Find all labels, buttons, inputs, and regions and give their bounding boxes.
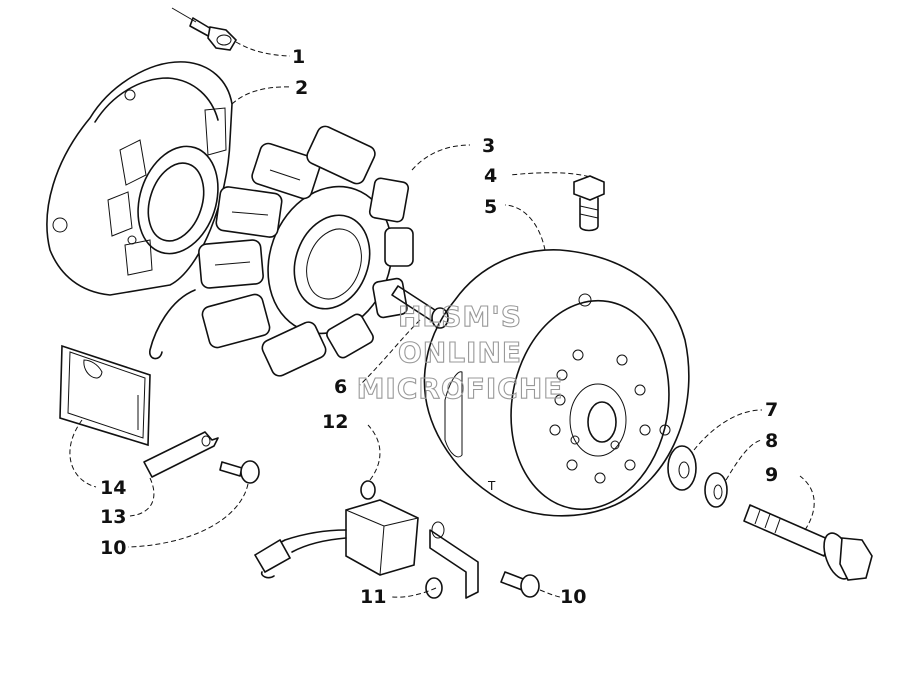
part-5-flywheel: T	[423, 249, 690, 517]
callout-3: 3	[482, 135, 495, 157]
part-2-cover	[46, 61, 233, 296]
part-12-pickup-coil	[253, 480, 419, 579]
callout-8: 8	[765, 430, 778, 452]
part-8-lock-washer	[704, 472, 728, 508]
callout-4: 4	[484, 165, 497, 187]
callout-10-bottom: 10	[560, 586, 586, 608]
watermark: HLSM'S ONLINE MICROFICHE	[356, 299, 564, 405]
part-6-stud	[391, 285, 449, 329]
callout-1: 1	[292, 46, 305, 68]
part-14-plate	[59, 344, 151, 447]
callout-6: 6	[334, 376, 347, 398]
leader-lines	[69, 41, 815, 598]
callout-12: 12	[322, 411, 348, 433]
callout-11: 11	[360, 586, 386, 608]
part-10-screw-lower	[500, 571, 540, 598]
part-13-clip	[143, 431, 219, 478]
part-3-stator	[149, 125, 414, 377]
part-7-washer	[667, 445, 697, 491]
callout-7: 7	[765, 399, 778, 421]
part-10-screw-upper	[219, 460, 260, 484]
part-4-bolt	[573, 175, 605, 232]
callout-5: 5	[484, 196, 497, 218]
watermark-line-2: ONLINE	[398, 336, 522, 369]
part-1-bolt	[171, 7, 238, 51]
svg-text:T: T	[487, 479, 496, 493]
callout-13: 13	[100, 506, 126, 528]
callout-9: 9	[765, 464, 778, 486]
callout-10-left: 10	[100, 537, 126, 559]
callout-14: 14	[100, 477, 126, 499]
watermark-line-1: HLSM'S	[398, 300, 522, 333]
part-11-bracket	[425, 521, 479, 599]
callout-2: 2	[295, 77, 308, 99]
callout-labels: 1 2 3 4 5 6 7 8 9 10 10 11 12 13 14	[100, 46, 778, 608]
part-9-flange-bolt	[743, 504, 873, 581]
watermark-line-3: MICROFICHE	[357, 372, 564, 405]
